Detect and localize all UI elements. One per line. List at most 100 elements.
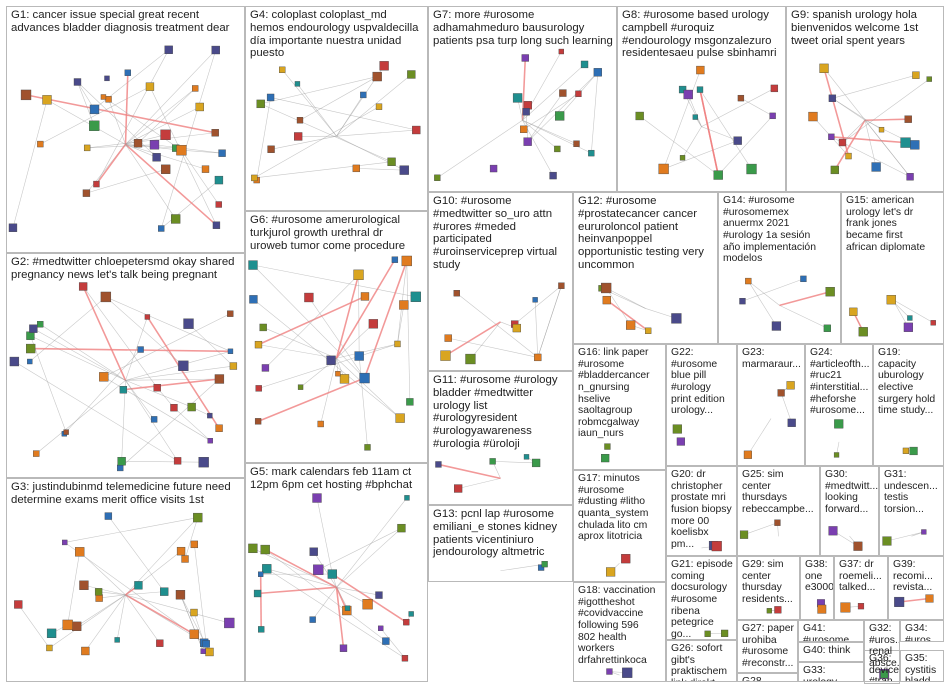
user-node[interactable] (134, 581, 143, 590)
user-node[interactable] (444, 334, 452, 342)
user-node[interactable] (512, 323, 521, 333)
user-node[interactable] (119, 386, 128, 394)
user-node[interactable] (156, 639, 164, 647)
user-node[interactable] (786, 381, 795, 390)
user-node[interactable] (737, 94, 745, 102)
user-node[interactable] (26, 331, 35, 340)
user-node[interactable] (532, 297, 538, 303)
user-node[interactable] (354, 351, 364, 361)
user-node[interactable] (777, 389, 785, 397)
user-node[interactable] (279, 66, 286, 73)
user-node[interactable] (828, 133, 835, 141)
user-node[interactable] (312, 493, 322, 503)
user-node[interactable] (100, 94, 107, 100)
user-node[interactable] (606, 668, 613, 675)
user-node[interactable] (190, 540, 199, 549)
user-node[interactable] (704, 630, 711, 637)
user-node[interactable] (549, 171, 557, 180)
user-node[interactable] (93, 180, 100, 188)
user-node[interactable] (454, 484, 463, 493)
user-node[interactable] (375, 103, 383, 110)
user-node[interactable] (62, 619, 73, 631)
user-node[interactable] (593, 68, 602, 77)
user-node[interactable] (440, 350, 451, 361)
user-node[interactable] (823, 324, 831, 332)
user-node[interactable] (152, 153, 161, 162)
user-node[interactable] (604, 443, 611, 450)
user-node[interactable] (266, 93, 275, 102)
user-node[interactable] (327, 569, 337, 579)
user-node[interactable] (218, 149, 226, 157)
user-node[interactable] (8, 223, 18, 232)
user-node[interactable] (395, 413, 405, 423)
user-node[interactable] (907, 315, 913, 321)
user-node[interactable] (294, 81, 301, 87)
user-node[interactable] (904, 115, 912, 123)
user-node[interactable] (635, 111, 644, 121)
user-node[interactable] (558, 48, 565, 55)
user-node[interactable] (170, 404, 178, 412)
user-node[interactable] (399, 165, 409, 175)
user-node[interactable] (212, 221, 221, 229)
user-node[interactable] (435, 461, 442, 468)
user-node[interactable] (89, 104, 100, 115)
user-node[interactable] (838, 138, 847, 147)
user-node[interactable] (382, 637, 390, 645)
user-node[interactable] (258, 626, 265, 633)
user-node[interactable] (679, 155, 686, 161)
user-node[interactable] (26, 343, 36, 354)
user-node[interactable] (144, 314, 151, 320)
user-node[interactable] (378, 625, 384, 631)
user-node[interactable] (692, 114, 699, 120)
user-node[interactable] (394, 340, 401, 348)
user-node[interactable] (871, 162, 881, 172)
user-node[interactable] (211, 129, 219, 137)
user-node[interactable] (830, 165, 839, 175)
user-node[interactable] (906, 173, 914, 181)
user-node[interactable] (399, 300, 409, 310)
user-node[interactable] (401, 255, 412, 267)
user-node[interactable] (173, 457, 182, 465)
user-node[interactable] (261, 364, 270, 372)
user-node[interactable] (407, 70, 416, 79)
user-node[interactable] (260, 544, 270, 555)
user-node[interactable] (489, 458, 496, 465)
user-node[interactable] (559, 89, 567, 97)
user-node[interactable] (404, 495, 410, 501)
user-node[interactable] (606, 567, 616, 577)
user-node[interactable] (622, 667, 633, 678)
user-node[interactable] (200, 648, 206, 654)
user-node[interactable] (195, 102, 204, 112)
user-node[interactable] (317, 420, 324, 428)
user-node[interactable] (215, 201, 222, 208)
user-node[interactable] (73, 78, 82, 86)
user-node[interactable] (339, 644, 348, 652)
user-node[interactable] (82, 189, 91, 197)
user-node[interactable] (360, 292, 370, 301)
user-node[interactable] (787, 418, 796, 427)
user-node[interactable] (207, 412, 213, 419)
user-node[interactable] (79, 580, 89, 590)
user-node[interactable] (262, 564, 272, 574)
user-node[interactable] (434, 174, 441, 181)
user-node[interactable] (251, 174, 258, 182)
user-node[interactable] (95, 594, 103, 602)
user-node[interactable] (229, 362, 238, 370)
user-node[interactable] (902, 447, 910, 454)
user-node[interactable] (808, 111, 818, 122)
user-node[interactable] (258, 571, 264, 577)
user-node[interactable] (672, 424, 682, 434)
user-node[interactable] (521, 54, 529, 62)
user-node[interactable] (733, 136, 742, 145)
user-node[interactable] (522, 108, 530, 116)
user-node[interactable] (63, 429, 69, 435)
user-node[interactable] (387, 157, 396, 166)
user-node[interactable] (523, 454, 530, 460)
user-node[interactable] (137, 346, 144, 353)
user-node[interactable] (248, 260, 258, 270)
user-node[interactable] (181, 555, 189, 563)
user-node[interactable] (658, 163, 669, 175)
user-node[interactable] (769, 112, 776, 120)
user-node[interactable] (408, 611, 414, 617)
user-node[interactable] (207, 438, 213, 444)
